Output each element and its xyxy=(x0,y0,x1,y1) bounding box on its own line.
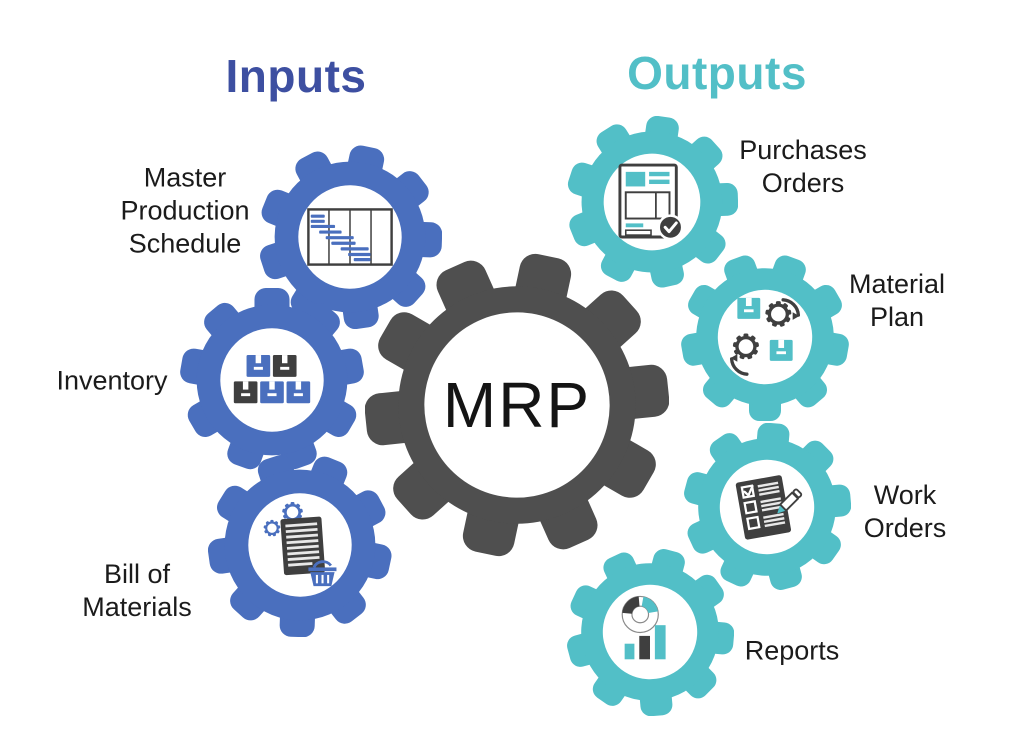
label-line: Inventory xyxy=(56,365,168,396)
label-line: Schedule xyxy=(128,228,242,259)
output-label-work-orders: Work Orders xyxy=(864,479,947,545)
pen-icon xyxy=(777,488,803,514)
label-line: Materials xyxy=(82,592,192,622)
label-line: Reports xyxy=(744,635,840,666)
output-label-reports: Reports xyxy=(745,635,840,668)
outputs-title: Outputs xyxy=(627,47,807,99)
checklist-pen-icon xyxy=(735,475,803,540)
label-line: Orders xyxy=(863,513,947,543)
gantt-schedule-icon xyxy=(307,208,393,266)
mrp-label: MRP xyxy=(442,369,592,441)
donut-bar-chart-icon xyxy=(621,595,666,660)
document-gears-basket-icon xyxy=(263,502,337,587)
boxes-gears-cycle-icon xyxy=(729,297,801,376)
purchase-order-check-icon xyxy=(618,163,684,241)
check-badge-icon xyxy=(657,214,684,241)
label-line: Bill of xyxy=(103,559,171,590)
input-label-master-production-schedule: Master Production Schedule xyxy=(120,162,249,261)
inputs-title: Inputs xyxy=(225,50,367,102)
output-label-material-plan: Material Plan xyxy=(849,268,945,334)
inventory-boxes-icon xyxy=(233,355,311,404)
label-line: Master xyxy=(143,162,227,193)
label-line: Material xyxy=(848,269,946,300)
basket-icon xyxy=(308,560,337,587)
input-label-bill-of-materials: Bill of Materials xyxy=(82,558,192,624)
label-line: Purchases xyxy=(739,135,867,166)
label-line: Production xyxy=(120,195,250,226)
label-line: Orders xyxy=(761,168,845,198)
input-label-inventory: Inventory xyxy=(56,365,167,398)
label-line: Plan xyxy=(869,302,925,332)
label-line: Work xyxy=(873,480,937,511)
output-label-purchases-orders: Purchases Orders xyxy=(739,134,867,200)
